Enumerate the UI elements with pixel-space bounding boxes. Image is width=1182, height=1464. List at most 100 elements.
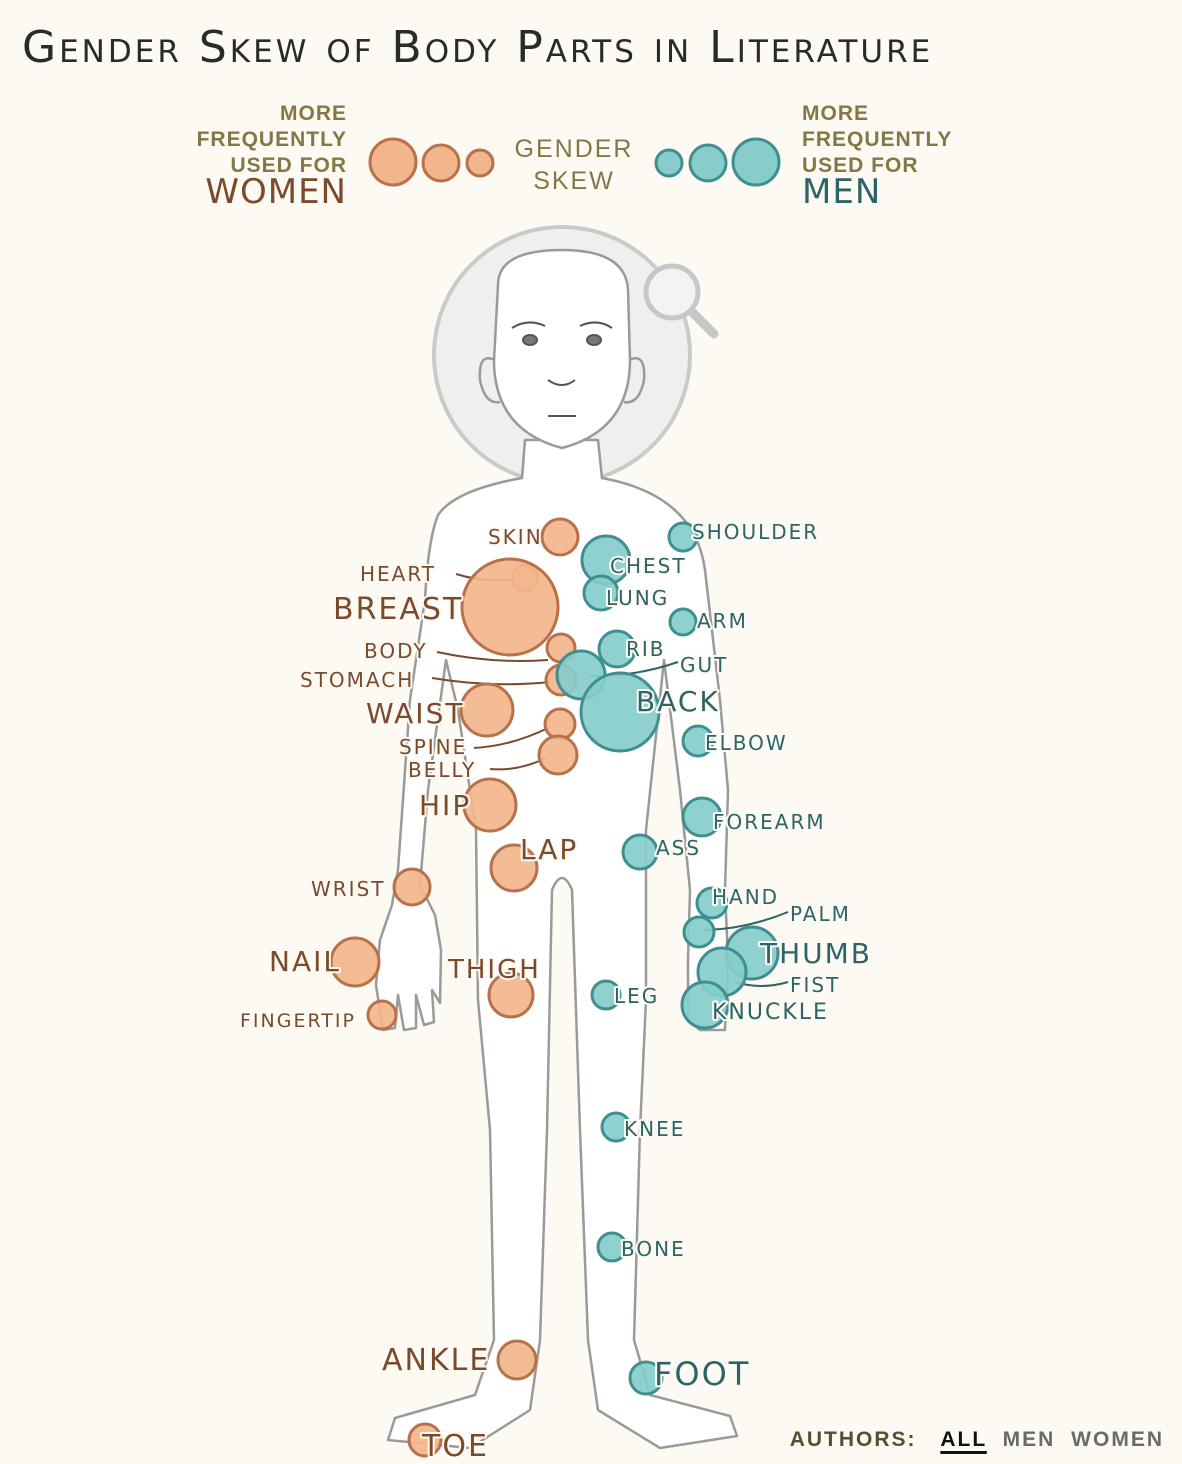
- legend-women-text: MORE FREQUENTLY USED FOR WOMEN: [195, 101, 347, 212]
- bubble-ass[interactable]: [621, 833, 659, 871]
- bubble-heart[interactable]: [510, 563, 540, 593]
- leader-line-spine: [473, 727, 549, 749]
- bubble-palm[interactable]: [682, 915, 716, 949]
- authors-option-all[interactable]: ALL: [940, 1428, 987, 1451]
- label-shoulder: SHOULDER: [692, 520, 819, 544]
- label-stomach: STOMACH: [300, 668, 414, 692]
- label-nail: NAIL: [269, 945, 341, 978]
- bubble-knee[interactable]: [600, 1111, 632, 1143]
- legend-line: FREQUENTLY: [802, 128, 953, 151]
- label-breast: BREAST: [333, 592, 463, 627]
- label-leg: LEG: [614, 984, 659, 1008]
- legend-bubbles: [368, 137, 781, 187]
- label-arm: ARM: [697, 609, 748, 633]
- label-hip: HIP: [419, 789, 471, 822]
- legend-gender-skew: GENDER SKEW: [512, 133, 636, 197]
- label-lung: LUNG: [606, 586, 669, 610]
- legend-men-text: MORE FREQUENTLY USED FOR MEN: [802, 101, 953, 212]
- label-foot: FOOT: [654, 1355, 750, 1393]
- bubble-thumb[interactable]: [724, 925, 780, 981]
- label-skin: SKIN: [488, 525, 543, 549]
- authors-option-women[interactable]: WOMEN: [1071, 1428, 1164, 1451]
- leader-line-belly: [489, 757, 547, 771]
- bubble-fist[interactable]: [696, 946, 748, 998]
- label-ankle: ANKLE: [382, 1343, 490, 1378]
- label-elbow: ELBOW: [705, 731, 788, 755]
- label-belly: BELLY: [408, 758, 476, 782]
- label-body: BODY: [364, 639, 428, 663]
- bubble-body[interactable]: [545, 632, 577, 664]
- label-knee: KNEE: [624, 1117, 685, 1141]
- label-thumb: THUMB: [759, 937, 872, 970]
- magnifier-icon: [643, 263, 719, 339]
- label-chest: CHEST: [610, 554, 687, 578]
- legend-line: USED FOR: [230, 154, 347, 177]
- bubble-leg[interactable]: [590, 979, 622, 1011]
- bubble-toe[interactable]: [407, 1422, 443, 1458]
- leader-line-fist: [734, 981, 789, 987]
- bubble-belly[interactable]: [537, 734, 579, 776]
- label-lap: LAP: [520, 833, 578, 866]
- bubble-arm[interactable]: [668, 607, 698, 637]
- label-thigh: THIGH: [447, 955, 541, 985]
- label-fist: FIST: [790, 973, 840, 997]
- label-knuckle: KNUCKLE: [712, 1000, 829, 1025]
- bubble-rib[interactable]: [597, 629, 637, 669]
- legend-bubble-women-large: [368, 137, 418, 187]
- legend-line: MORE: [802, 102, 869, 125]
- label-ass: ASS: [656, 836, 701, 860]
- legend-line: USED FOR: [802, 154, 919, 177]
- bubble-skin[interactable]: [540, 517, 580, 557]
- label-waist: WAIST: [366, 697, 464, 730]
- bubble-spine[interactable]: [543, 707, 577, 741]
- bubble-ankle[interactable]: [496, 1339, 538, 1381]
- legend-bubble-women-medium: [421, 143, 461, 183]
- label-bone: BONE: [621, 1237, 686, 1261]
- label-toe: TOE: [421, 1429, 489, 1464]
- bubble-forearm[interactable]: [681, 796, 723, 838]
- legend-center-line: GENDER: [514, 135, 634, 163]
- authors-option-men[interactable]: MEN: [1002, 1428, 1056, 1451]
- legend-bubble-women-small: [465, 148, 495, 178]
- label-fingertip: FINGERTIP: [240, 1010, 356, 1032]
- label-back: BACK: [636, 685, 720, 718]
- legend-bubble-men-large: [731, 137, 781, 187]
- bubble-stomach[interactable]: [544, 663, 578, 697]
- label-palm: PALM: [790, 902, 851, 926]
- authors-label: AUTHORS:: [789, 1428, 917, 1451]
- leader-line-heart: [455, 573, 521, 582]
- bubble-nail[interactable]: [329, 936, 381, 988]
- bubble-fingertip[interactable]: [366, 999, 398, 1031]
- bubble-chest[interactable]: [580, 534, 632, 586]
- leader-line-stomach: [431, 677, 551, 686]
- page-title: Gender Skew of Body Parts in Literature: [22, 22, 934, 73]
- bubble-bone[interactable]: [596, 1231, 628, 1263]
- label-rib: RIB: [626, 637, 666, 661]
- legend-men-label: MEN: [802, 172, 882, 212]
- label-wrist: WRIST: [311, 877, 385, 901]
- bubble-hand[interactable]: [695, 886, 729, 920]
- legend-bubble-men-small: [654, 148, 684, 178]
- legend-women-label: WOMEN: [205, 172, 347, 212]
- authors-filter: AUTHORS: ALL MEN WOMEN: [790, 1428, 1164, 1452]
- bubble-wrist[interactable]: [392, 867, 432, 907]
- bubble-back[interactable]: [579, 671, 661, 753]
- bubble-thigh[interactable]: [487, 971, 535, 1019]
- label-forearm: FOREARM: [713, 810, 826, 834]
- bubble-lap[interactable]: [489, 843, 539, 893]
- bubble-foot[interactable]: [628, 1360, 664, 1396]
- bubble-elbow[interactable]: [681, 724, 715, 758]
- bubble-shoulder[interactable]: [667, 521, 699, 553]
- bubble-gut[interactable]: [555, 649, 607, 701]
- bubble-waist[interactable]: [459, 682, 515, 738]
- head-halo: [432, 225, 692, 485]
- bubble-lung[interactable]: [582, 574, 620, 612]
- legend-line: FREQUENTLY: [196, 128, 347, 151]
- bubble-knuckle[interactable]: [680, 980, 730, 1030]
- bubble-hip[interactable]: [462, 777, 518, 833]
- label-hand: HAND: [712, 885, 779, 909]
- body-outline: [374, 248, 739, 1450]
- bubble-breast[interactable]: [460, 557, 560, 657]
- label-heart: HEART: [360, 562, 436, 586]
